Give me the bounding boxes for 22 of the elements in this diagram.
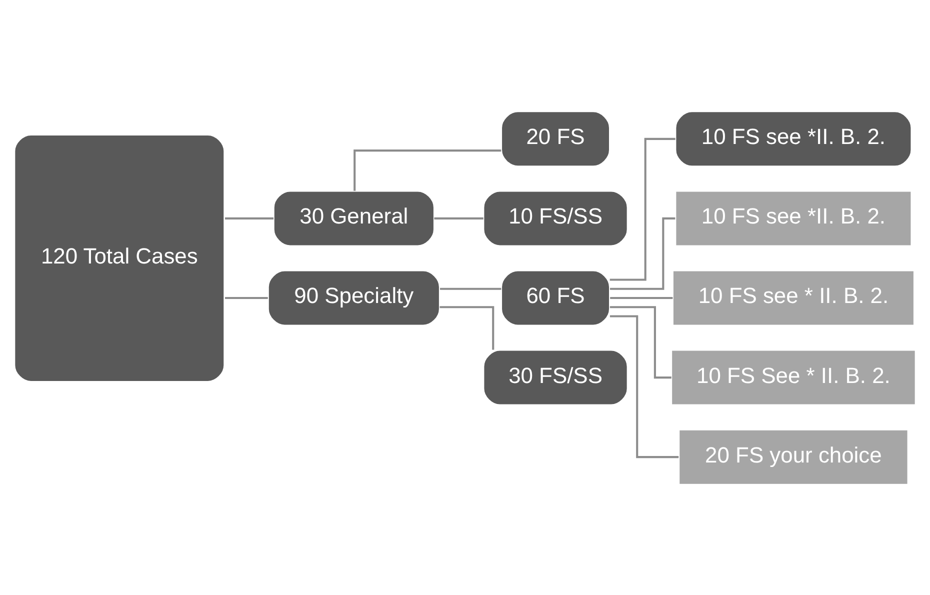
node-box: 30 General <box>273 190 435 246</box>
connector <box>225 296 268 299</box>
connector <box>610 314 679 458</box>
connector <box>225 216 274 219</box>
node-box: 10 FS see *II. B. 2. <box>674 110 912 167</box>
node-box: 90 Specialty <box>268 269 440 326</box>
connector <box>440 287 502 290</box>
node-box: 10 FS See * II. B. 2. <box>670 348 916 406</box>
node-box: 10 FS/SS <box>482 190 628 246</box>
connector <box>610 296 673 299</box>
connector <box>610 137 676 280</box>
node-box: 60 FS <box>500 269 610 326</box>
node-box: 10 FS see * II. B. 2. <box>672 269 915 326</box>
connector <box>434 216 484 219</box>
node-box: 120 Total Cases <box>14 134 225 382</box>
node-box: 30 FS/SS <box>482 348 628 406</box>
node-box: 20 FS your choice <box>678 428 909 485</box>
connector <box>354 149 502 190</box>
connector <box>440 306 494 350</box>
node-box: 10 FS see *II. B. 2. <box>674 190 912 246</box>
node-box: 20 FS <box>500 110 610 167</box>
connector <box>610 216 676 290</box>
